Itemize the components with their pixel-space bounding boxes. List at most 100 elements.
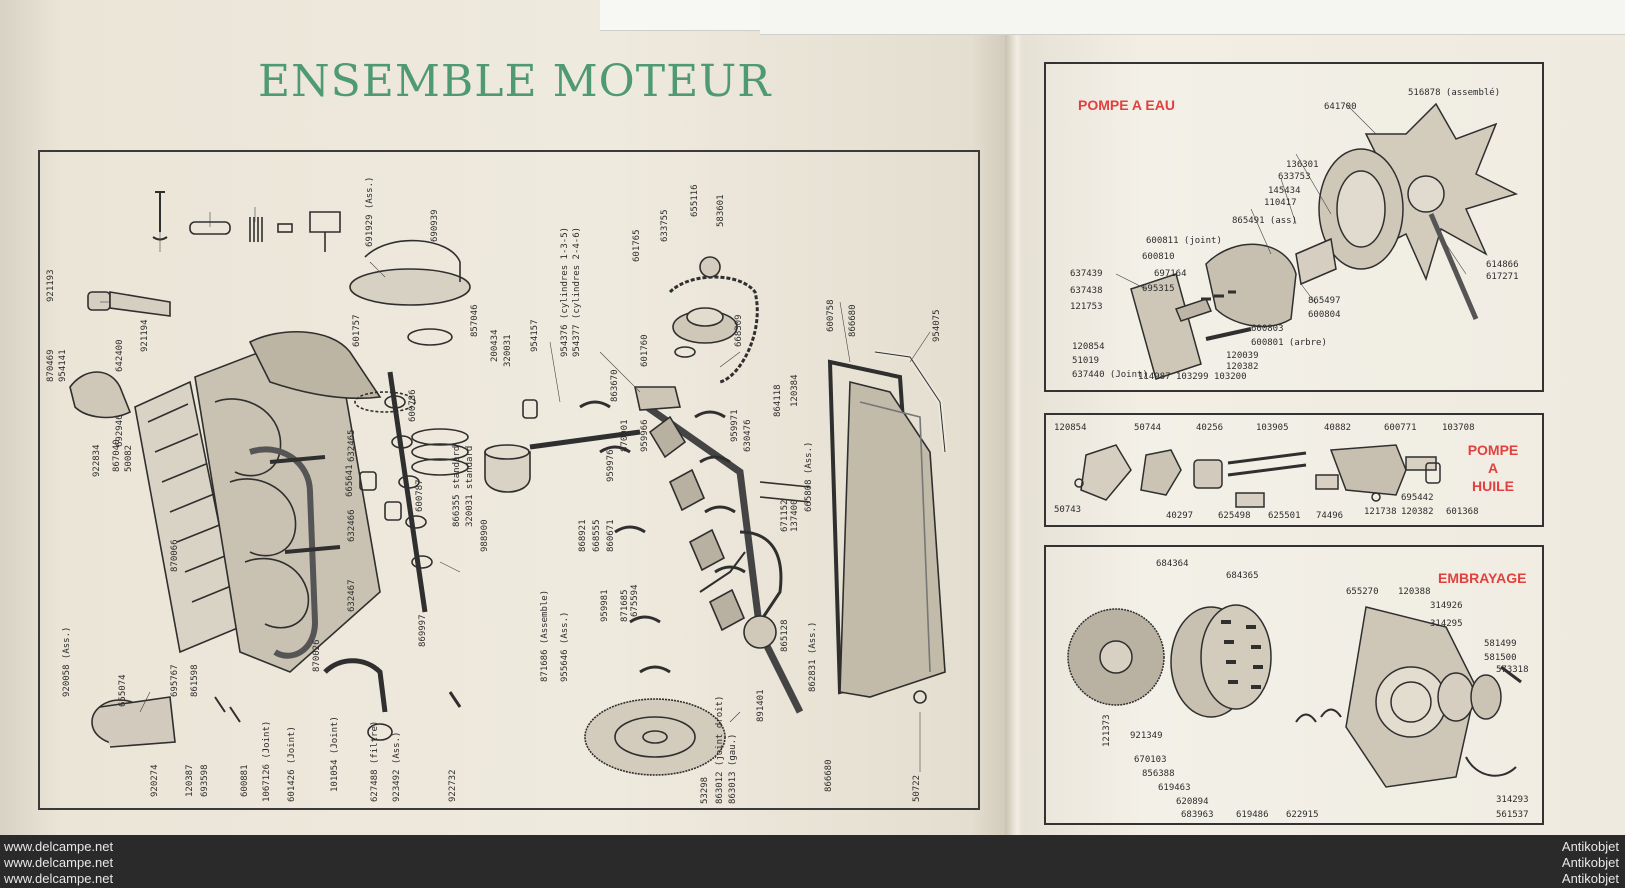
- watermark-text: www.delcampe.net: [4, 839, 114, 854]
- part-label: 103708: [1442, 423, 1475, 433]
- part-label: 954141: [58, 349, 68, 382]
- water-pump-title: POMPE A EAU: [1078, 97, 1175, 113]
- part-label: 632466: [347, 509, 357, 542]
- part-label: 627488 (filtre): [370, 720, 380, 802]
- part-label: 857046: [470, 304, 480, 337]
- part-label: 619486: [1236, 810, 1269, 820]
- part-label: 103299: [1176, 372, 1209, 382]
- part-label: 103200: [1214, 372, 1247, 382]
- part-label: 921349: [1130, 731, 1163, 741]
- part-label: 920058 (Ass.): [62, 626, 72, 697]
- part-label: 642400: [115, 339, 125, 372]
- clutch-drawing: [1067, 604, 1522, 788]
- part-label: 120384: [790, 374, 800, 407]
- part-label: 633753: [1278, 172, 1311, 182]
- part-label: 868921: [578, 519, 588, 552]
- part-label: 921193: [46, 269, 56, 302]
- part-label: 671152: [780, 499, 790, 532]
- part-label: 865491 (ass): [1232, 216, 1298, 226]
- part-label: 870001: [620, 419, 630, 452]
- part-label: 697164: [1154, 269, 1187, 279]
- part-label: 600881: [240, 764, 250, 797]
- part-label: 583601: [716, 194, 726, 227]
- part-label: 684365: [1226, 571, 1259, 581]
- part-label: 655074: [118, 674, 128, 707]
- part-label: 637440 (Joint): [1072, 370, 1148, 380]
- part-label: 573318: [1496, 665, 1529, 675]
- part-label: 200434: [490, 329, 500, 362]
- part-label: 891401: [756, 689, 766, 722]
- oil-pump-title-line: HUILE: [1472, 478, 1514, 494]
- part-label: 684364: [1156, 559, 1189, 569]
- part-label: 561537: [1496, 810, 1529, 820]
- left-page: ENSEMBLE MOTEUR: [0, 0, 1012, 835]
- part-label: 625498: [1218, 511, 1251, 521]
- oil-pump-panel: POMPE A HUILE 120854 50: [1044, 413, 1544, 527]
- part-label: 40297: [1166, 511, 1194, 521]
- part-label: 601765: [632, 229, 642, 262]
- watermark-text: Antikobjet: [1561, 871, 1619, 886]
- part-label: 863012 (joint droit): [715, 695, 725, 804]
- part-label: 655116: [690, 184, 700, 217]
- part-label: 314295: [1430, 619, 1463, 629]
- part-label: 871685: [620, 589, 630, 622]
- part-label: 641700: [1324, 102, 1357, 112]
- part-label: 600804: [1308, 310, 1341, 320]
- oil-pump-drawing: [1074, 444, 1441, 508]
- part-label: 120387: [185, 764, 195, 797]
- part-label: 955646 (Ass.): [560, 611, 570, 682]
- part-label: 120039: [1226, 351, 1259, 361]
- part-label: 870026: [312, 639, 322, 672]
- part-label: 870469: [46, 349, 56, 382]
- part-label: 866680: [824, 759, 834, 792]
- part-label: 110417: [1264, 198, 1297, 208]
- part-label: 690939: [430, 209, 440, 242]
- water-pump-panel: POMPE A EAU: [1044, 62, 1544, 392]
- watermark-text: www.delcampe.net: [4, 855, 114, 870]
- part-label: 120382: [1401, 507, 1434, 517]
- part-label: 863013 (gau.): [728, 733, 738, 804]
- part-label: 862831 (Ass.): [808, 621, 818, 692]
- page-title: ENSEMBLE MOTEUR: [258, 56, 772, 107]
- part-label: 954075: [932, 309, 942, 342]
- part-label: 860671: [606, 519, 616, 552]
- part-label: 600787: [415, 479, 425, 512]
- part-label: 871686 (Assemble): [540, 589, 550, 682]
- part-label: 50743: [1054, 505, 1082, 515]
- part-label: 695315: [1142, 284, 1175, 294]
- part-label: 954376 (cylindres 1-3-5): [560, 226, 570, 357]
- part-label: 601426 (Joint): [287, 726, 297, 802]
- part-label: 600758: [826, 299, 836, 332]
- part-label: 692946: [115, 414, 125, 447]
- page-fold: [1005, 0, 1027, 835]
- part-label: 988900: [480, 519, 490, 552]
- overlapping-sheet: [600, 0, 760, 31]
- part-label: 314926: [1430, 601, 1463, 611]
- part-label: 617271: [1486, 272, 1519, 282]
- part-label: 516878 (assemblé): [1408, 88, 1501, 98]
- part-label: 314293: [1496, 795, 1529, 805]
- part-label: 581500: [1484, 653, 1517, 663]
- part-label: 145434: [1268, 186, 1301, 196]
- part-label: 637438: [1070, 286, 1103, 296]
- part-label: 632465: [347, 429, 357, 462]
- part-label: 695442: [1401, 493, 1434, 503]
- part-label: 920274: [150, 764, 160, 797]
- part-label: 600771: [1384, 423, 1417, 433]
- part-label: 923492 (Ass.): [392, 731, 402, 802]
- part-label: 870066: [170, 539, 180, 572]
- overlapping-sheet: [760, 0, 1625, 35]
- watermark-text: www.delcampe.net: [4, 871, 114, 886]
- watermark-text: Antikobjet: [1561, 839, 1619, 854]
- part-label: 40256: [1196, 423, 1224, 433]
- catalog-spread: ENSEMBLE MOTEUR: [0, 0, 1625, 835]
- part-label: 675594: [630, 584, 640, 617]
- part-label: 632467: [347, 579, 357, 612]
- part-label: 861598: [190, 664, 200, 697]
- part-label: 954157: [530, 319, 540, 352]
- part-label: 693598: [200, 764, 210, 797]
- part-label: 670103: [1134, 755, 1167, 765]
- part-label: 40882: [1324, 423, 1352, 433]
- part-label: 600810: [1142, 252, 1175, 262]
- part-label: 866680: [848, 304, 858, 337]
